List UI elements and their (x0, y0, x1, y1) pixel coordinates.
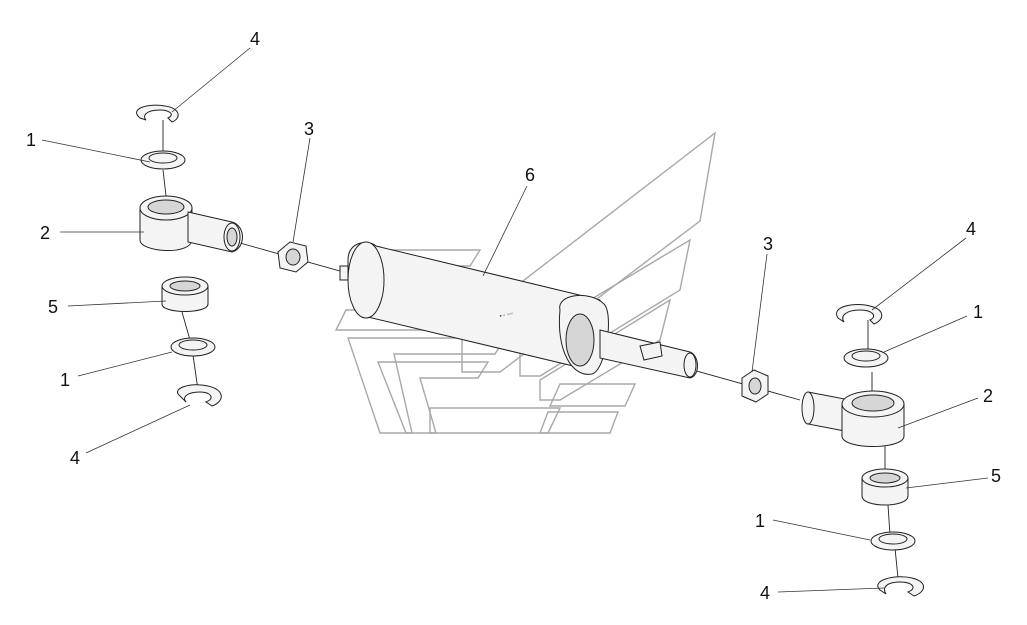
label-left-5: 5 (48, 297, 58, 317)
label-left-1a: 1 (26, 130, 36, 150)
label-left-2: 2 (40, 223, 50, 243)
left-rod-end-eye (139, 195, 243, 253)
label-right-2: 2 (983, 386, 993, 406)
label-right-bottom-4: 4 (760, 583, 770, 603)
label-right-1b: 1 (755, 511, 765, 531)
center-cylinder: • ◦ ◦◦◦ (339, 241, 698, 379)
right-bushing (861, 468, 909, 506)
left-bushing (161, 276, 209, 312)
left-retaining-ring-bottom (177, 384, 222, 407)
left-washer-top (140, 150, 186, 170)
left-retaining-ring-top (136, 104, 179, 123)
right-washer-bottom (870, 531, 916, 551)
right-hex-nut (741, 369, 769, 403)
label-left-3: 3 (304, 119, 314, 139)
leader-lines (41, 47, 989, 593)
label-right-3: 3 (763, 234, 773, 254)
part-labels: 4 1 2 5 1 4 3 6 3 4 1 2 5 1 4 (26, 29, 1001, 603)
label-right-1a: 1 (973, 302, 983, 322)
left-hex-nut (277, 241, 309, 273)
right-retaining-ring-top (836, 304, 883, 325)
left-washer-bottom (170, 337, 216, 357)
right-washer-top (843, 348, 889, 368)
label-right-top-4: 4 (966, 219, 976, 239)
label-right-5: 5 (991, 466, 1001, 486)
right-rod-end-eye (801, 390, 905, 447)
label-left-top-4: 4 (250, 29, 260, 49)
cylinder-marking: • ◦ ◦◦◦ (499, 311, 514, 320)
label-left-1b: 1 (60, 370, 70, 390)
right-retaining-ring-bottom (877, 576, 924, 597)
label-left-bottom-4: 4 (70, 448, 80, 468)
label-center-6: 6 (525, 165, 535, 185)
